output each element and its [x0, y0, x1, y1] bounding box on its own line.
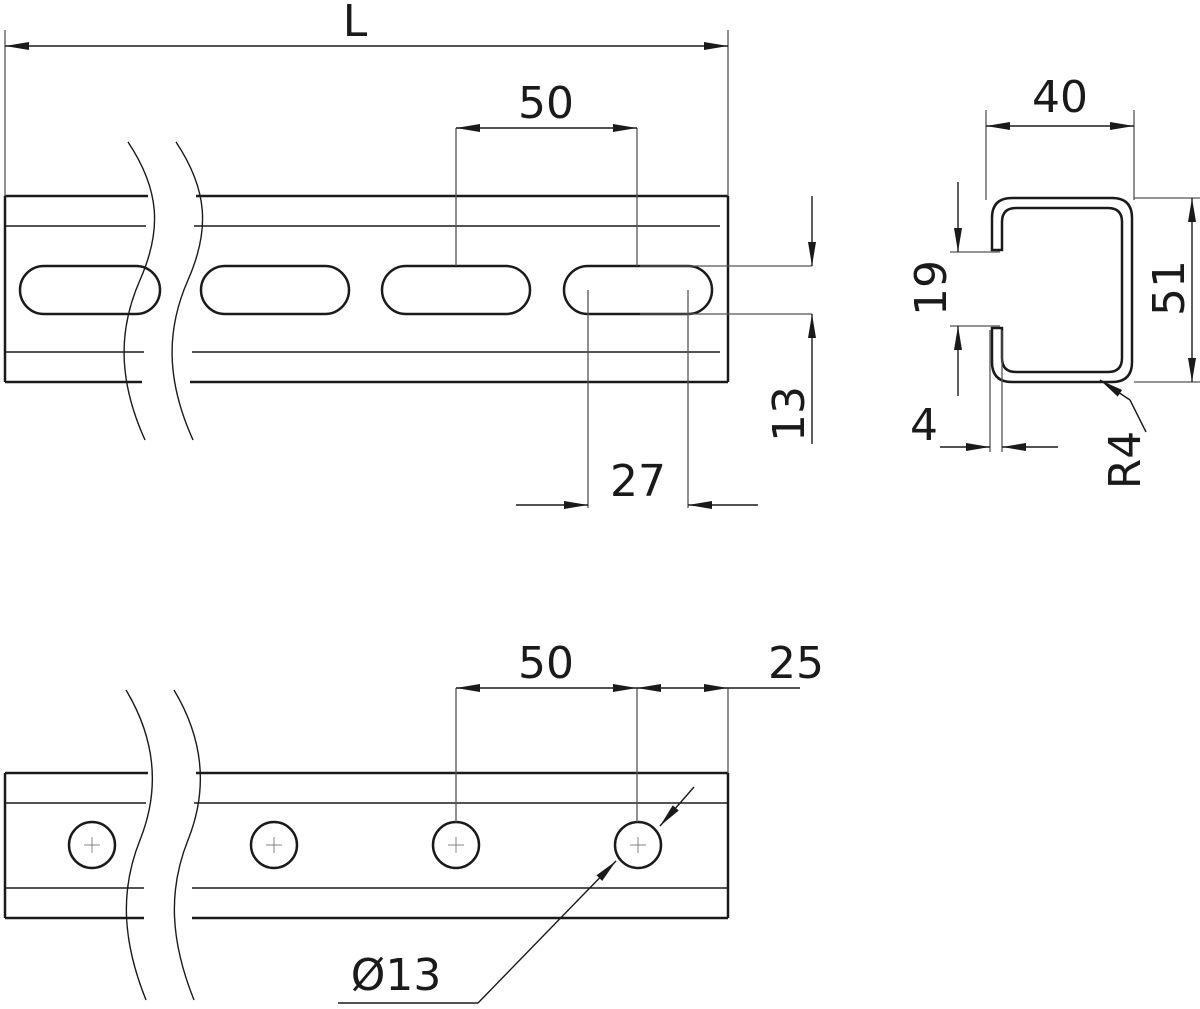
slot-length-label: 27: [610, 456, 666, 507]
hole-diameter-label: Ø13: [351, 950, 442, 1001]
dimension-hole-diameter: Ø13: [338, 786, 695, 1004]
dimension-profile-thickness: 4: [910, 330, 1058, 452]
slot: [380, 264, 532, 316]
end-distance-label: 25: [768, 638, 824, 689]
slot-pitch-label: 50: [518, 78, 574, 129]
dimension-slot-pitch: 50: [455, 78, 638, 266]
slot: [562, 264, 714, 316]
profile-radius-label: R4: [1100, 431, 1151, 490]
round-hole: [249, 820, 299, 870]
dimension-slot-width: 13: [640, 196, 816, 444]
slot: [18, 264, 162, 316]
rail-body-bottom: [3, 771, 730, 920]
profile-thickness-label: 4: [910, 400, 938, 451]
round-hole: [431, 820, 481, 870]
hole-pitch-label: 50: [518, 638, 574, 689]
break-lines-bottom: [125, 689, 202, 1001]
profile-outer: [990, 196, 1134, 384]
slot: [199, 264, 351, 316]
dimension-slot-length: 27: [516, 290, 758, 509]
rail-body-top: [3, 194, 730, 384]
profile-opening-label: 19: [906, 260, 957, 316]
slot-width-label: 13: [764, 386, 815, 442]
profile-height-label: 51: [1144, 260, 1195, 316]
side-view-holes: 50 25 Ø13: [3, 638, 824, 1004]
profile-width-label: 40: [1032, 72, 1088, 123]
dimension-profile-opening: 19: [906, 182, 1000, 396]
dimension-profile-width: 40: [985, 72, 1135, 200]
break-lines-top: [123, 141, 204, 441]
round-hole: [613, 820, 663, 870]
round-hole: [67, 820, 117, 870]
dimension-profile-height: 51: [1134, 197, 1200, 383]
length-label: L: [343, 0, 368, 47]
profile-section: 40 51 19 4 R4: [906, 72, 1200, 489]
dimension-hole-pitch: 50: [455, 638, 638, 822]
hole-row: [67, 820, 663, 870]
dimension-length: L: [4, 0, 729, 196]
dimension-profile-radius: R4: [1099, 379, 1151, 490]
dimension-end-distance: 25: [637, 638, 824, 773]
side-view-slotted: L 50 13 27: [3, 0, 816, 509]
